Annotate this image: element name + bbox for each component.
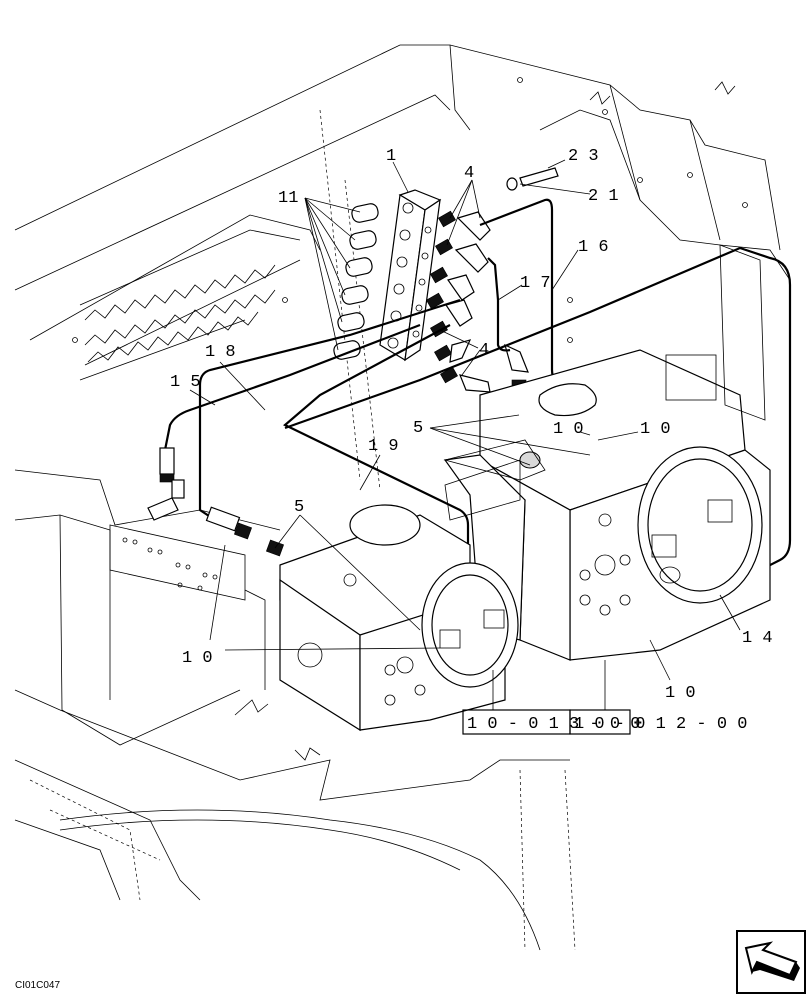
reference-label-10-012-00: 1 0 - 0 1 2 - 0 0 — [574, 715, 747, 734]
callout-18: 1 8 — [205, 343, 236, 362]
callout-1: 1 — [386, 147, 396, 166]
callout-5: 5 — [413, 419, 423, 438]
callout-21: 2 1 — [588, 187, 619, 206]
callout-14: 1 4 — [742, 629, 773, 648]
callout-4-lower: 4 — [479, 341, 489, 360]
manifold-block — [379, 189, 442, 362]
side-panel — [109, 524, 246, 601]
callout-23: 2 3 — [568, 147, 599, 166]
callout-19: 1 9 — [368, 437, 399, 456]
callout-4: 4 — [464, 164, 474, 183]
callout-5-lower: 5 — [294, 498, 304, 517]
callout-10-left: 1 0 — [182, 649, 213, 668]
leader-lines — [189, 159, 741, 710]
reference-box-10-012-00 — [569, 709, 631, 735]
pump-left — [279, 439, 546, 732]
callout-11: 11 — [278, 189, 298, 208]
reference-boxes: 1 0 - 0 1 3 - 0 0 1 0 - 0 1 2 - 0 0 — [462, 709, 747, 735]
callout-10-right: 1 0 — [640, 420, 671, 439]
reference-label-10-013-00: 1 0 - 0 1 3 - 0 0 — [467, 715, 640, 734]
callout-17: 1 7 — [520, 274, 551, 293]
arrow-back-icon[interactable] — [736, 930, 806, 994]
hoses — [163, 198, 792, 655]
callout-labels: 1 11 4 2 3 2 1 1 6 1 7 4 1 8 1 5 5 1 0 1… — [170, 147, 773, 703]
callout-10-center: 1 0 — [553, 420, 584, 439]
cap-plugs — [304, 197, 379, 360]
callout-16: 1 6 — [578, 238, 609, 257]
callout-15: 1 5 — [170, 373, 201, 392]
figure-code: CI01C047 — [15, 980, 60, 991]
callout-10-bottom: 1 0 — [665, 684, 696, 703]
